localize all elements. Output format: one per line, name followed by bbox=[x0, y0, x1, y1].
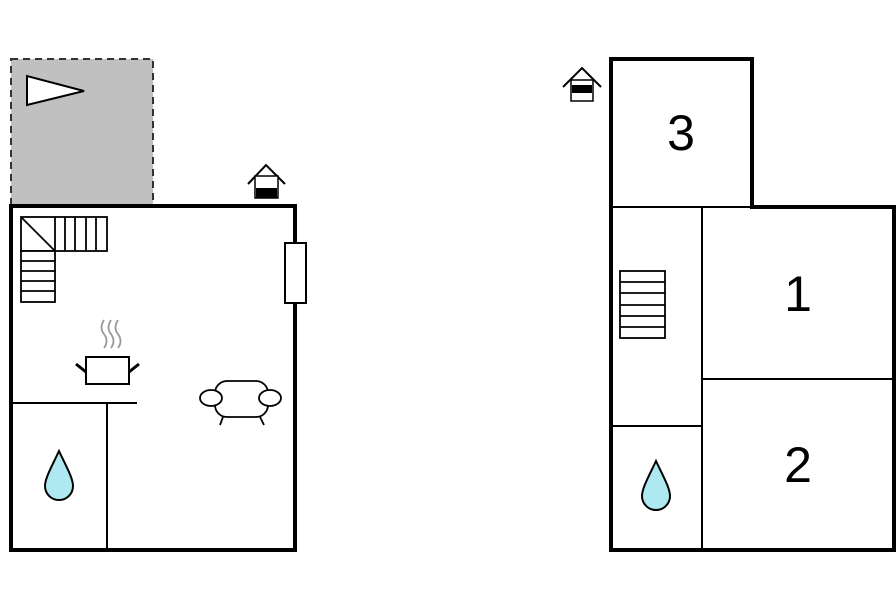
cooking-pot-icon bbox=[75, 319, 140, 385]
terrace bbox=[10, 58, 154, 207]
door-icon bbox=[284, 242, 307, 304]
entrance-house-icon bbox=[247, 163, 286, 199]
ground-floor bbox=[9, 58, 307, 552]
room-number-2: 2 bbox=[784, 437, 812, 493]
sofa-icon bbox=[199, 380, 282, 426]
upper-floor-outline bbox=[609, 57, 896, 552]
terrace-flag-icon bbox=[26, 74, 85, 107]
water-drop-icon bbox=[43, 448, 75, 501]
water-drop-icon bbox=[640, 458, 672, 511]
room-number-1: 1 bbox=[784, 266, 812, 322]
upper-floor: 3 1 2 bbox=[562, 57, 896, 552]
room-number-3: 3 bbox=[667, 105, 695, 161]
staircase-icon bbox=[20, 216, 108, 303]
staircase-icon bbox=[619, 270, 666, 339]
entrance-house-icon bbox=[562, 66, 602, 102]
